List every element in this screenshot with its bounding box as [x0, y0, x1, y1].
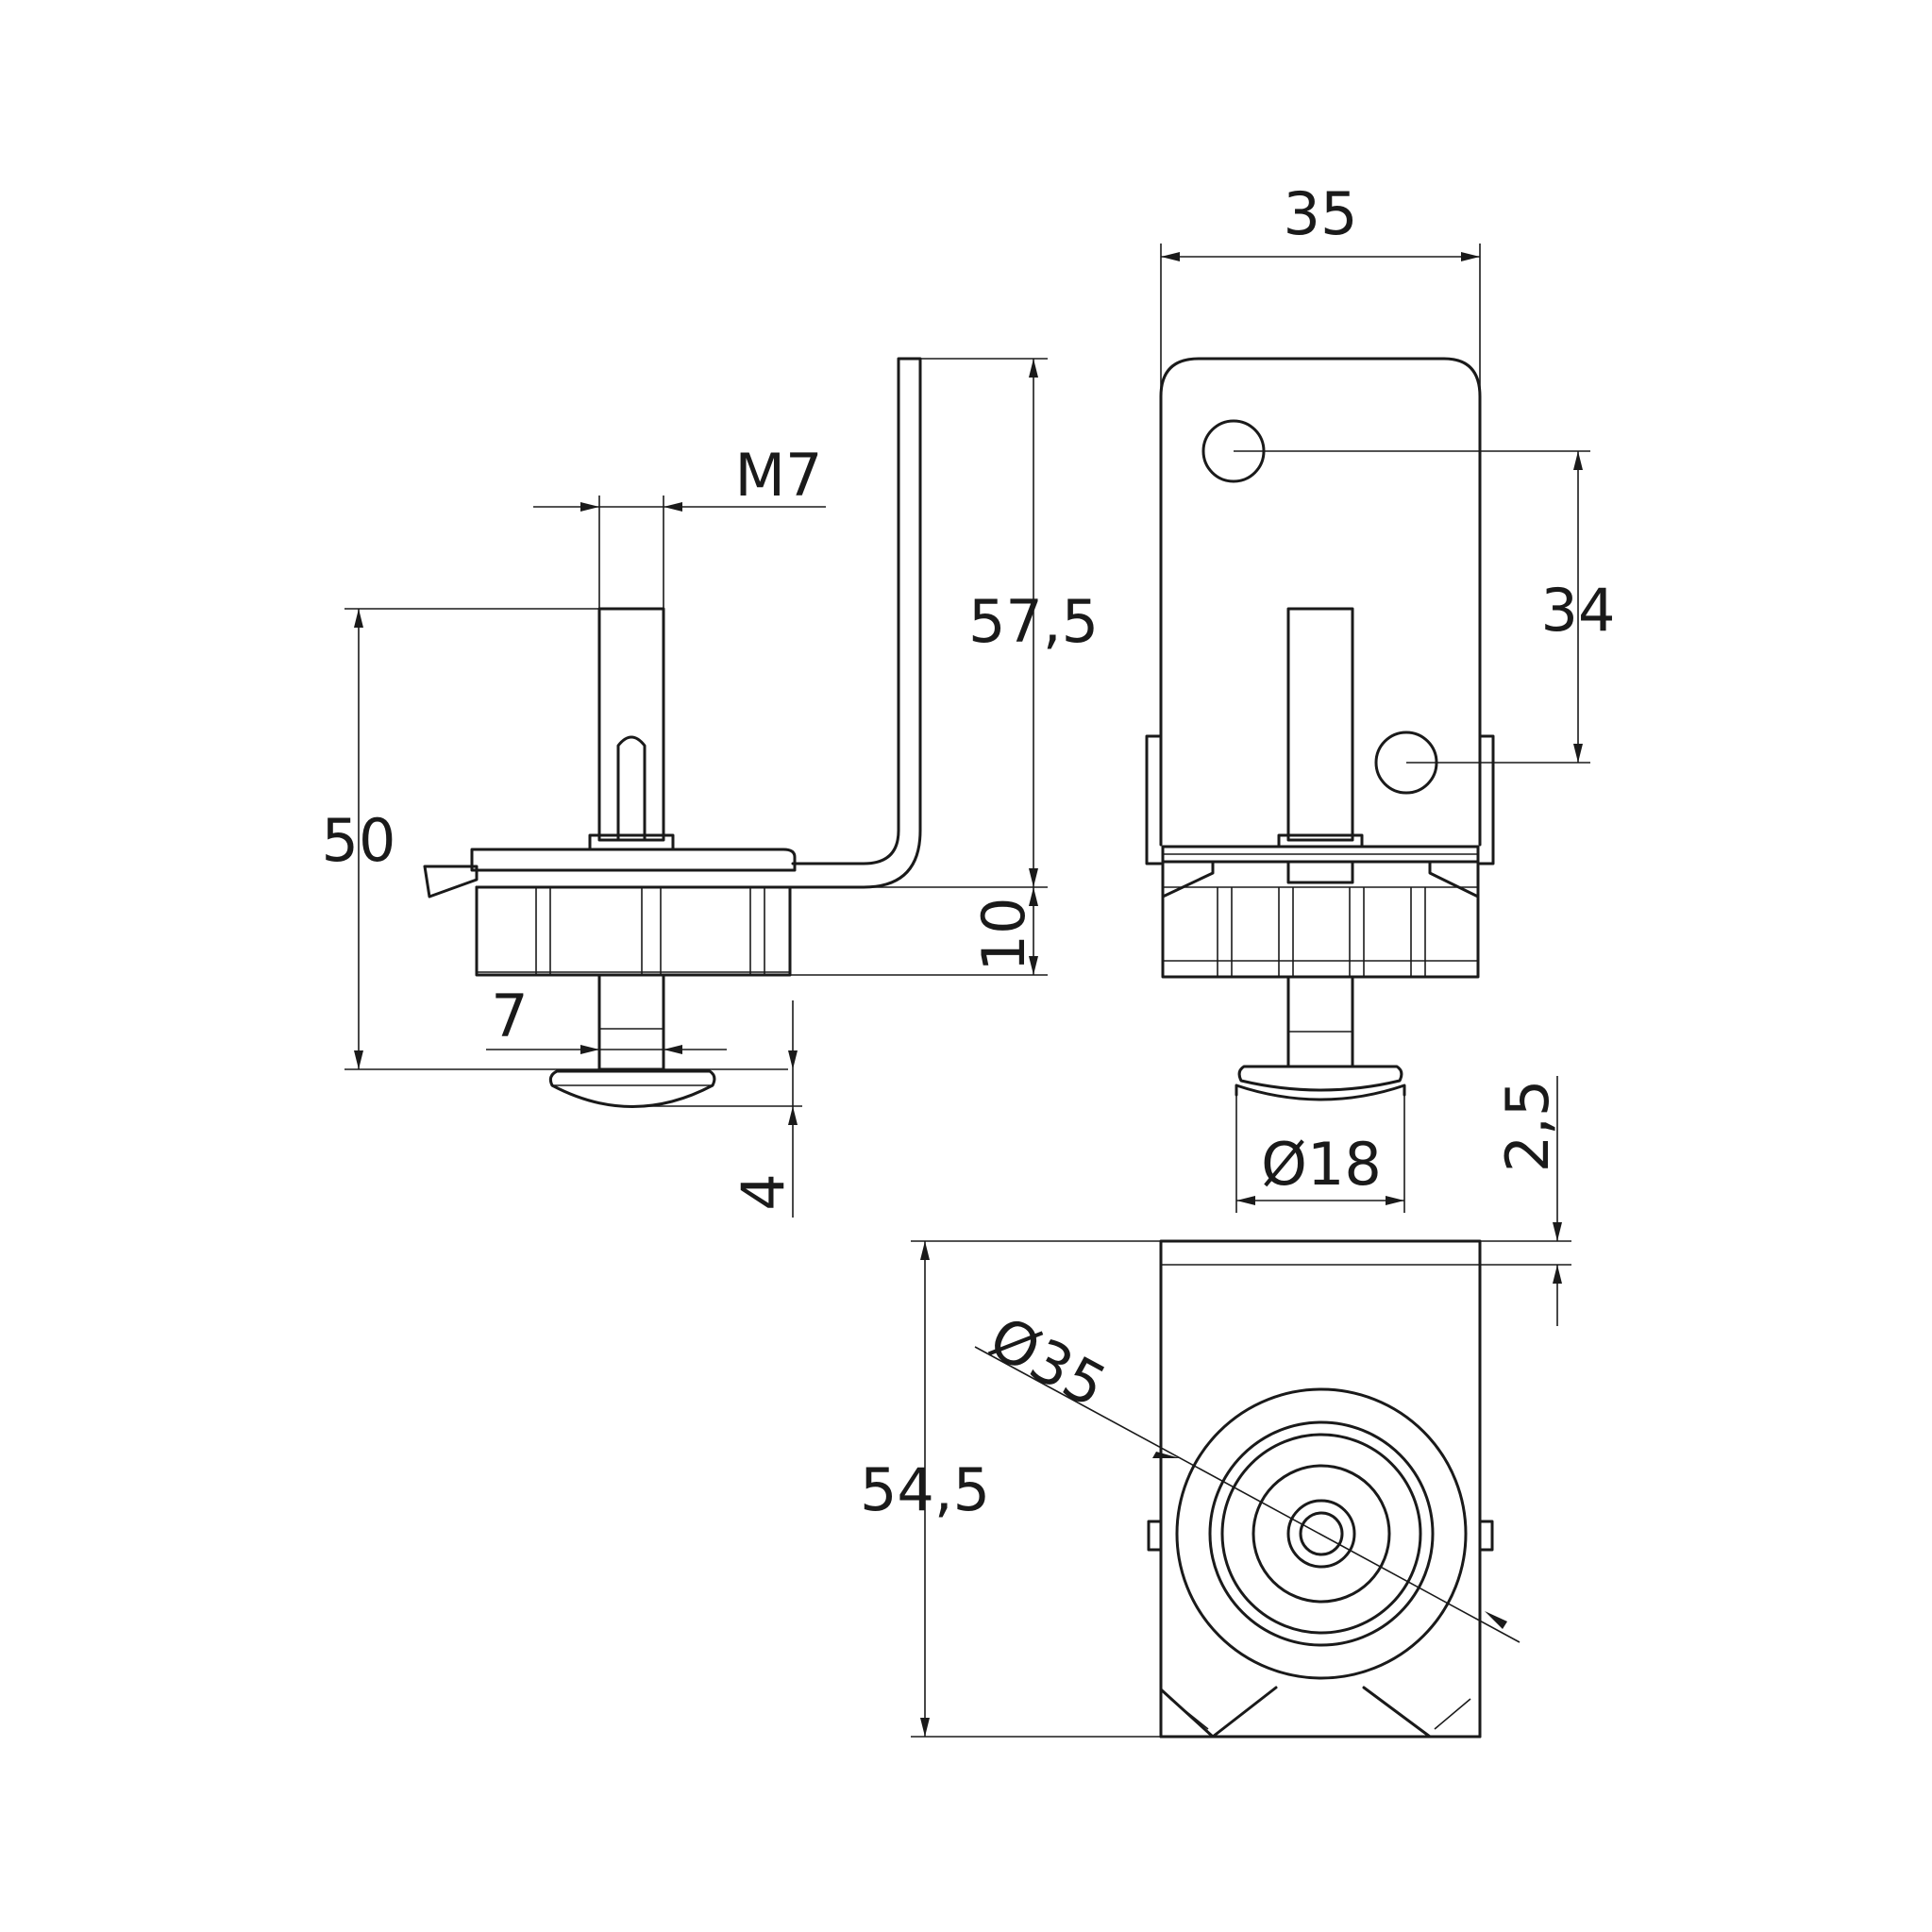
- bottom-body: [1159, 1239, 1482, 1739]
- threaded-stud: [597, 607, 665, 842]
- front-view: [1145, 357, 1495, 1101]
- dim-m7: M7: [735, 441, 823, 510]
- foot-outer-circle: [1175, 1387, 1468, 1680]
- left-tab: [423, 865, 479, 899]
- side-view: [423, 357, 922, 1108]
- front-foot-pad: [1237, 1065, 1403, 1092]
- dim-4: 4: [729, 1173, 798, 1210]
- l-bracket: [475, 357, 922, 889]
- housing: [475, 885, 792, 977]
- dimensions: 35 34 57,5 10 M7 50 7: [322, 179, 1616, 1738]
- dim-57-5: 57,5: [968, 587, 1099, 656]
- dim-10: 10: [969, 898, 1038, 972]
- dim-50: 50: [322, 806, 396, 875]
- dim-54-5: 54,5: [860, 1455, 990, 1524]
- base-plate: [470, 848, 797, 872]
- front-plate: [1159, 357, 1482, 847]
- dim-35-width: 35: [1284, 179, 1358, 248]
- dim-2-5: 2,5: [1493, 1080, 1562, 1173]
- foot-pad: [548, 1069, 716, 1108]
- dim-dia-35: Ø35: [979, 1303, 1117, 1421]
- bottom-view: [1147, 1239, 1494, 1739]
- dim-34-hole-spacing: 34: [1541, 576, 1616, 645]
- dim-dia-18: Ø18: [1261, 1130, 1382, 1199]
- dim-7: 7: [491, 982, 528, 1050]
